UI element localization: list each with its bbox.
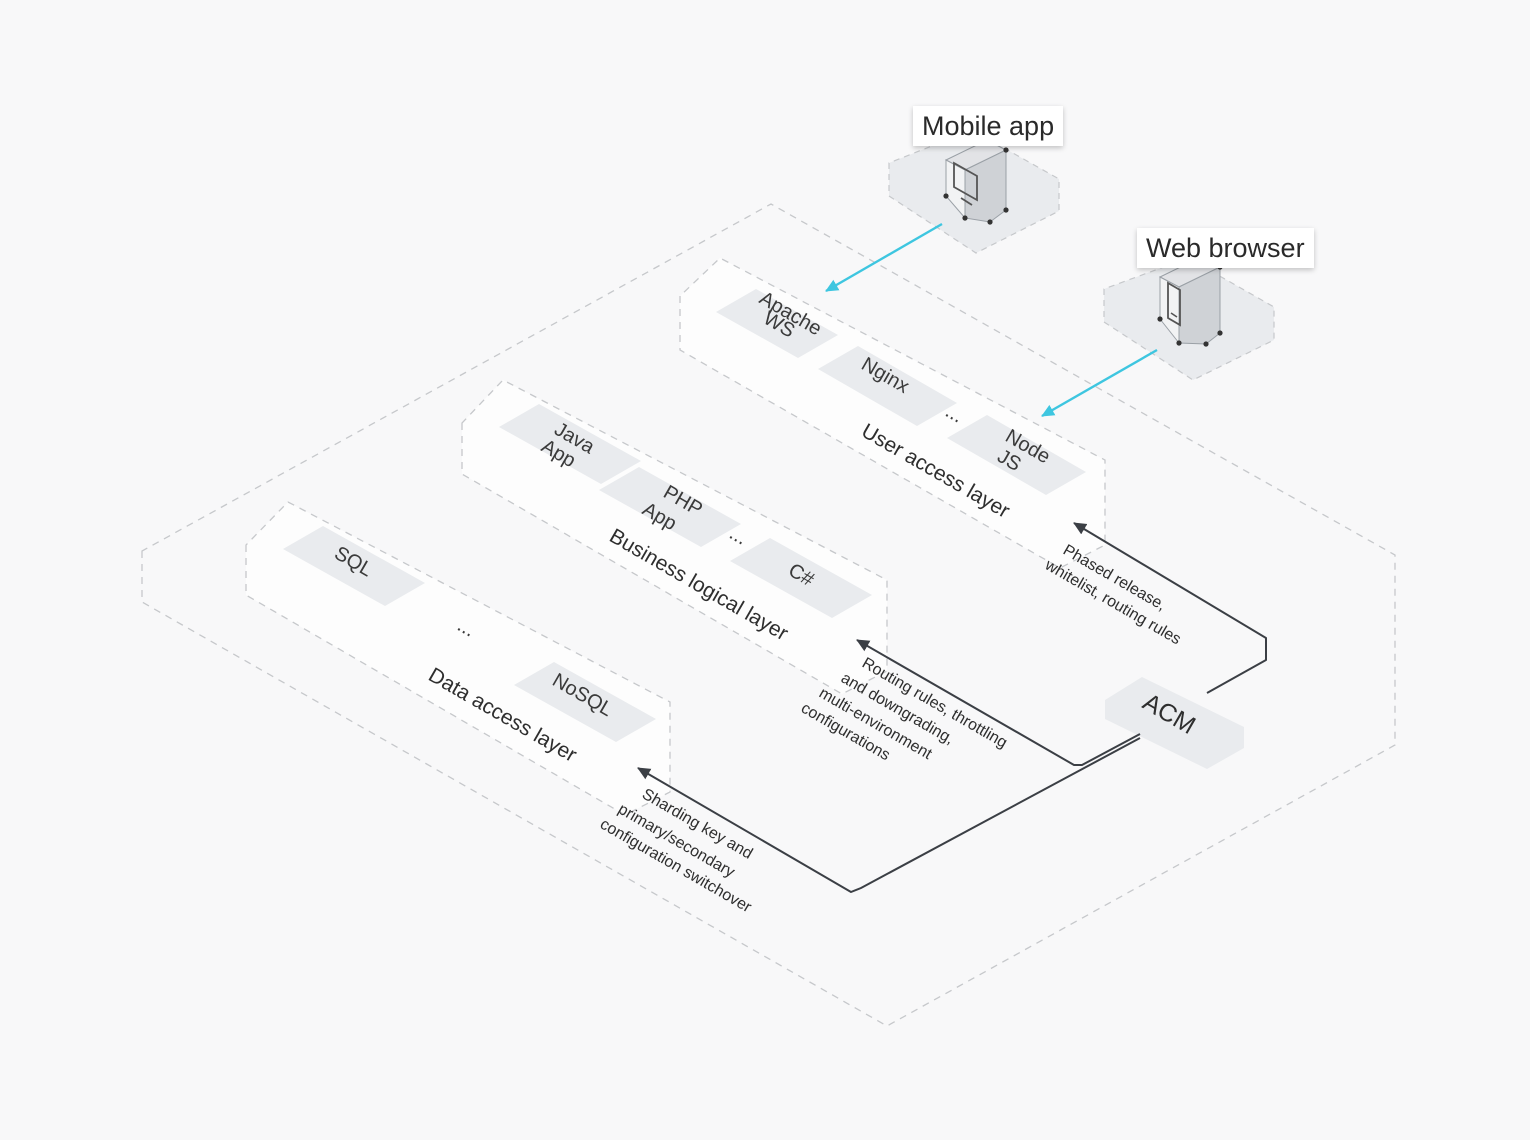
tile-sql: [283, 526, 425, 606]
tile-php-app: [599, 467, 741, 547]
mobile-app-device: [888, 129, 1060, 254]
web-browser-device: [1103, 256, 1275, 381]
arrow-acm-to-user-layer: [1073, 522, 1267, 694]
outer-platform-outline: [141, 203, 1396, 1027]
monitor-icon: [953, 161, 978, 202]
acm-tile: [1105, 677, 1244, 769]
tile-nosql: [514, 662, 656, 742]
tile-nginx: [818, 346, 957, 426]
tile-java-app: [499, 404, 641, 484]
phone-icon: [1167, 281, 1181, 327]
arrow-mobile-to-user-layer: [825, 222, 943, 293]
arrow-acm-to-data-layer: [637, 737, 1141, 893]
mobile-app-label: Mobile app: [913, 106, 1064, 146]
tile-apache-ws: [716, 289, 838, 358]
web-browser-label: Web browser: [1137, 228, 1314, 268]
arrow-web-to-user-layer: [1041, 348, 1158, 418]
tile-csharp: [730, 538, 872, 618]
arrow-acm-to-business-layer: [856, 639, 1141, 766]
tile-node-js: [947, 415, 1086, 495]
